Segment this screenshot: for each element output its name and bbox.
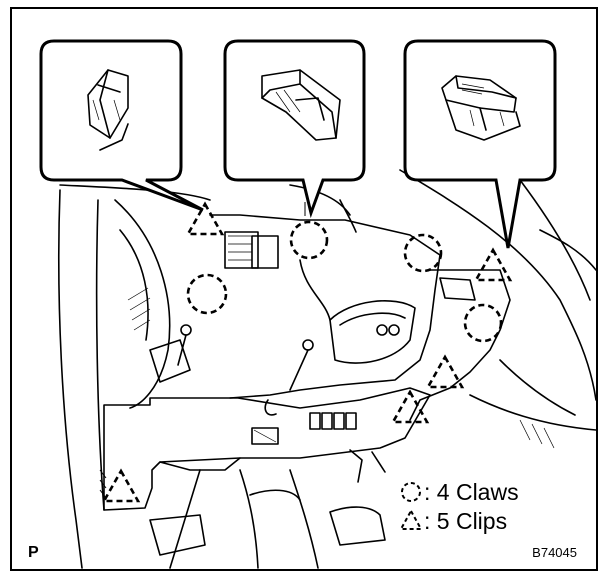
instrument-panel-drawing: [57, 169, 597, 569]
legend: : 4 Claws : 5 Clips: [399, 479, 519, 534]
clip-markers: [101, 201, 513, 503]
corner-label: P: [28, 544, 39, 561]
clip-detail-icon: [87, 69, 129, 151]
clip-detail-icon: [441, 75, 521, 141]
claw-marker: [186, 273, 228, 315]
clip-marker: [185, 201, 225, 236]
clip-marker: [390, 389, 430, 424]
clip-marker: [101, 468, 141, 503]
clip-marker: [473, 247, 513, 282]
claw-marker: [403, 233, 443, 273]
claw-marker: [289, 220, 329, 260]
dashed-circle-icon: [401, 482, 421, 502]
clip-detail-callout-center: [223, 39, 366, 219]
claw-marker: [463, 303, 503, 343]
legend-claws-text: : 4 Claws: [424, 479, 519, 505]
clip-marker: [425, 354, 465, 389]
clip-detail-callout-right: [403, 39, 557, 249]
figure-id: B74045: [532, 545, 577, 560]
clip-detail-icon: [261, 69, 341, 141]
claw-markers: [186, 220, 503, 343]
clip-detail-callout-left: [39, 39, 204, 212]
legend-clips-text: : 5 Clips: [424, 508, 507, 534]
dashed-triangle-icon: [399, 508, 423, 530]
